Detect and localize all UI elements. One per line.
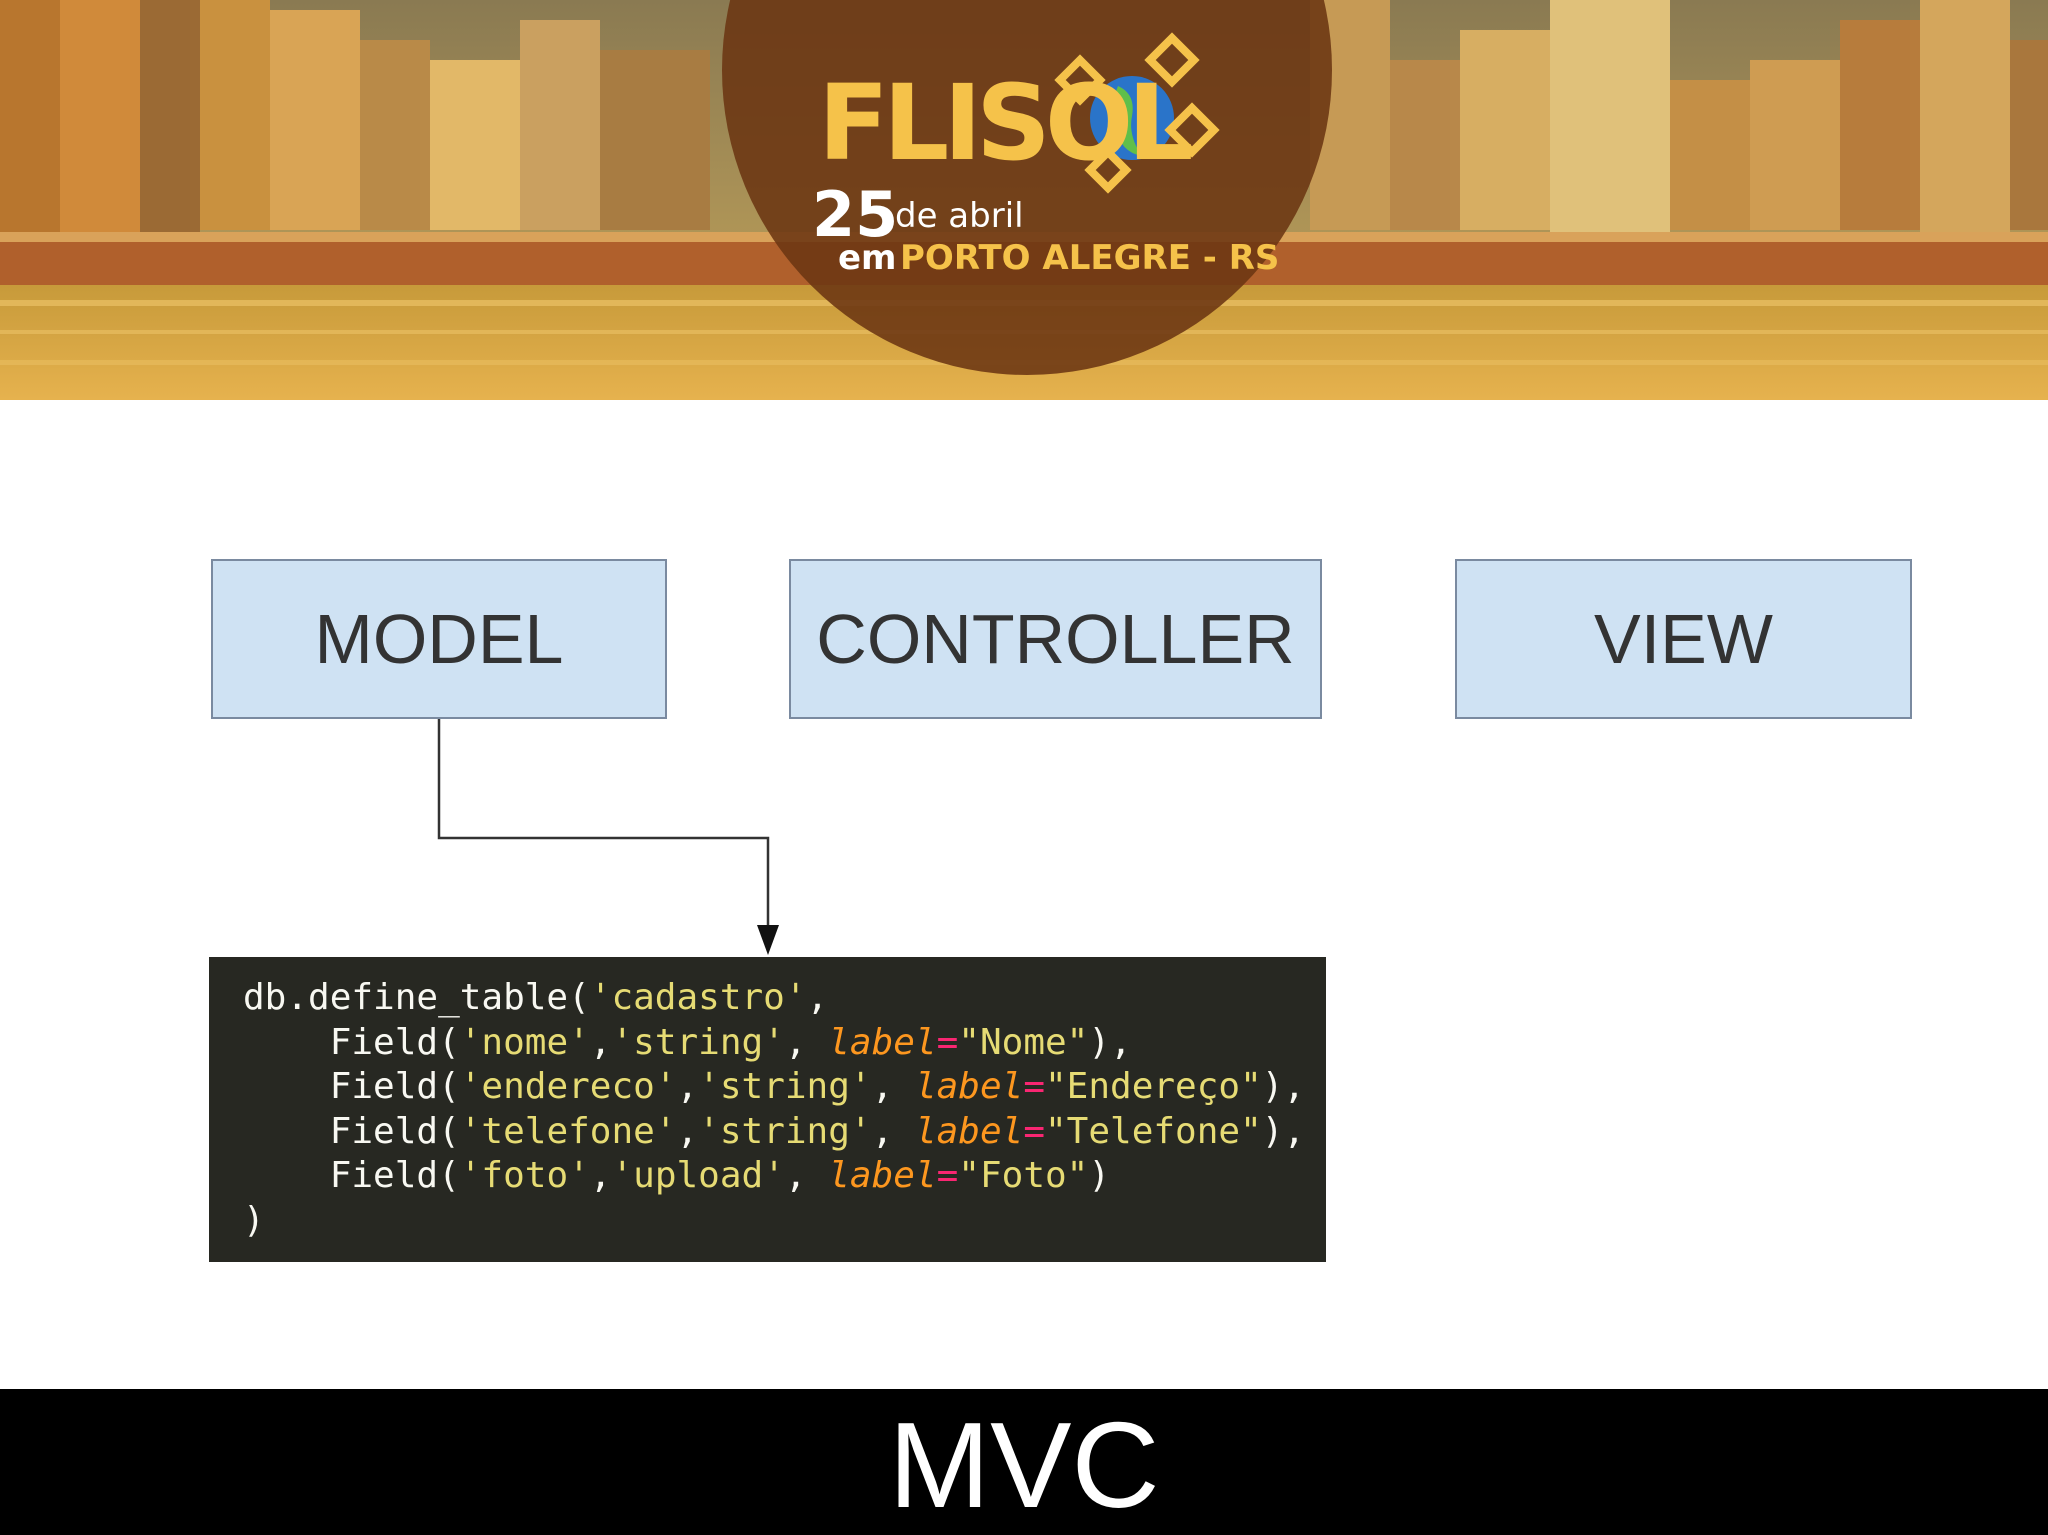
controller-box: CONTROLLER	[789, 559, 1322, 719]
code-token: ,	[589, 1155, 612, 1196]
code-token: ),	[1261, 1110, 1306, 1152]
code-line: Field('foto','upload', label="Foto")	[243, 1154, 1326, 1199]
code-token: =	[1023, 1066, 1045, 1107]
code-line: db.define_table('cadastro',	[243, 976, 1326, 1021]
code-token: Field(	[243, 1066, 460, 1107]
code-line: )	[243, 1199, 1326, 1244]
event-date-day: 25	[812, 178, 899, 251]
globe-icon	[1090, 76, 1174, 160]
code-token: =	[936, 1021, 959, 1063]
code-token: 'telefone'	[459, 1110, 677, 1152]
code-token: ,	[806, 977, 829, 1018]
code-token: ,	[589, 1021, 612, 1063]
arrow-line	[437, 719, 770, 932]
event-location-city: PORTO ALEGRE - RS	[900, 238, 1280, 278]
code-token: ,	[784, 1021, 829, 1063]
code-token: ,	[676, 1110, 699, 1152]
code-token: Field(	[243, 1110, 460, 1152]
code-token: ,	[784, 1155, 829, 1196]
code-token: db.define_table(	[243, 977, 590, 1018]
code-token: 'string'	[611, 1021, 785, 1063]
code-token: 'nome'	[459, 1021, 590, 1063]
code-line: Field('nome','string', label="Nome"),	[243, 1021, 1326, 1066]
code-token: ,	[676, 1066, 699, 1107]
logo-circle	[722, 0, 1332, 375]
code-token: Field(	[243, 1021, 460, 1063]
code-token: )	[1088, 1155, 1111, 1196]
code-token: =	[1023, 1110, 1045, 1152]
code-token: ,	[871, 1110, 915, 1152]
code-token: "Endereço"	[1045, 1066, 1262, 1107]
code-token: "Telefone"	[1045, 1110, 1262, 1152]
code-token: 'upload'	[611, 1155, 785, 1196]
code-token: =	[936, 1155, 959, 1196]
code-line: Field('endereco','string', label="Endere…	[243, 1065, 1326, 1110]
code-token: ),	[1088, 1021, 1132, 1063]
code-token: 'string'	[698, 1110, 872, 1152]
code-token: label	[914, 1066, 1024, 1107]
slide-title: MVC	[888, 1397, 1160, 1533]
model-box: MODEL	[211, 559, 667, 719]
code-snippet-panel: db.define_table('cadastro', Field('nome'…	[209, 957, 1326, 1262]
code-token: )	[243, 1199, 265, 1241]
footer-bar: MVC	[0, 1389, 2048, 1535]
code-token: label	[914, 1110, 1024, 1152]
code-token: ,	[871, 1066, 915, 1107]
code-token: label	[828, 1155, 937, 1196]
event-logo-name: FLISOL	[818, 62, 1194, 184]
view-box: VIEW	[1455, 559, 1912, 719]
arrow-head	[757, 925, 779, 955]
code-token: ),	[1261, 1066, 1306, 1107]
header-banner: FLISOL 25 de abril em PORTO ALEGRE - RS	[0, 0, 2048, 400]
code-token: Field(	[243, 1155, 460, 1196]
city-skyline-image	[0, 0, 2048, 400]
code-token: 'cadastro'	[589, 977, 807, 1018]
code-token: label	[828, 1021, 937, 1063]
code-token: 'string'	[698, 1066, 872, 1107]
code-token: "Foto"	[958, 1155, 1089, 1196]
code-line: Field('telefone','string', label="Telefo…	[243, 1110, 1326, 1155]
code-token: 'foto'	[459, 1155, 590, 1196]
ornament-icon	[1054, 32, 1220, 194]
event-date-month: de abril	[895, 196, 1024, 236]
code-token: 'endereco'	[459, 1066, 677, 1107]
event-location-prefix: em	[838, 238, 897, 278]
code-token: "Nome"	[958, 1021, 1089, 1063]
